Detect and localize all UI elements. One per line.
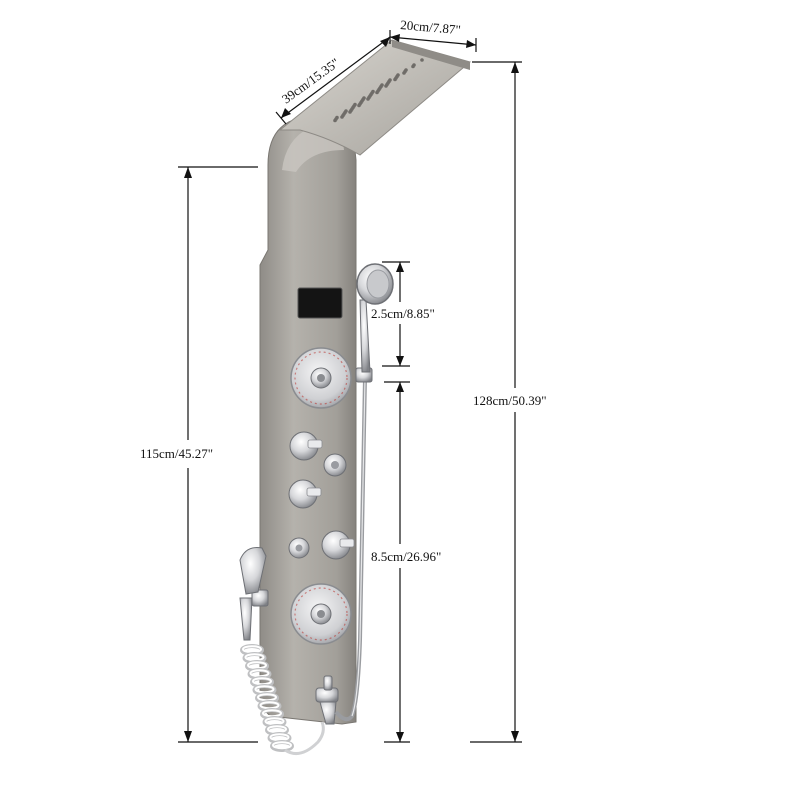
lower-massage-jet xyxy=(290,583,352,645)
flow-knob xyxy=(321,530,355,560)
panel-height-label: 115cm/45.27" xyxy=(140,446,213,461)
handshower-length-label: 2.5cm/8.85" xyxy=(371,306,435,321)
rainfall-head-icon xyxy=(278,39,472,156)
hose-length-label: 8.5cm/26.96" xyxy=(371,549,441,564)
sprayer-body xyxy=(239,547,267,595)
diverter-knob xyxy=(288,479,322,509)
body-jet-1 xyxy=(323,453,347,477)
upper-massage-jet xyxy=(290,347,352,409)
top-width-label: 20cm/7.87" xyxy=(400,17,462,37)
hand-shower-handle xyxy=(359,299,371,373)
sprayer-coil-hose xyxy=(240,644,325,756)
total-height-label: 128cm/50.39" xyxy=(473,393,547,408)
dimension-lines xyxy=(178,30,522,743)
body-jet-2 xyxy=(288,537,310,559)
shower-panel-icon xyxy=(259,39,472,725)
bidet-sprayer-icon xyxy=(239,547,325,756)
dimension-arrowheads xyxy=(184,34,519,742)
rain-nozzles xyxy=(333,58,424,123)
temperature-display-icon xyxy=(297,287,343,319)
tub-outlet xyxy=(315,675,339,725)
temperature-knob xyxy=(289,431,323,461)
hand-shower-icon xyxy=(334,263,394,722)
